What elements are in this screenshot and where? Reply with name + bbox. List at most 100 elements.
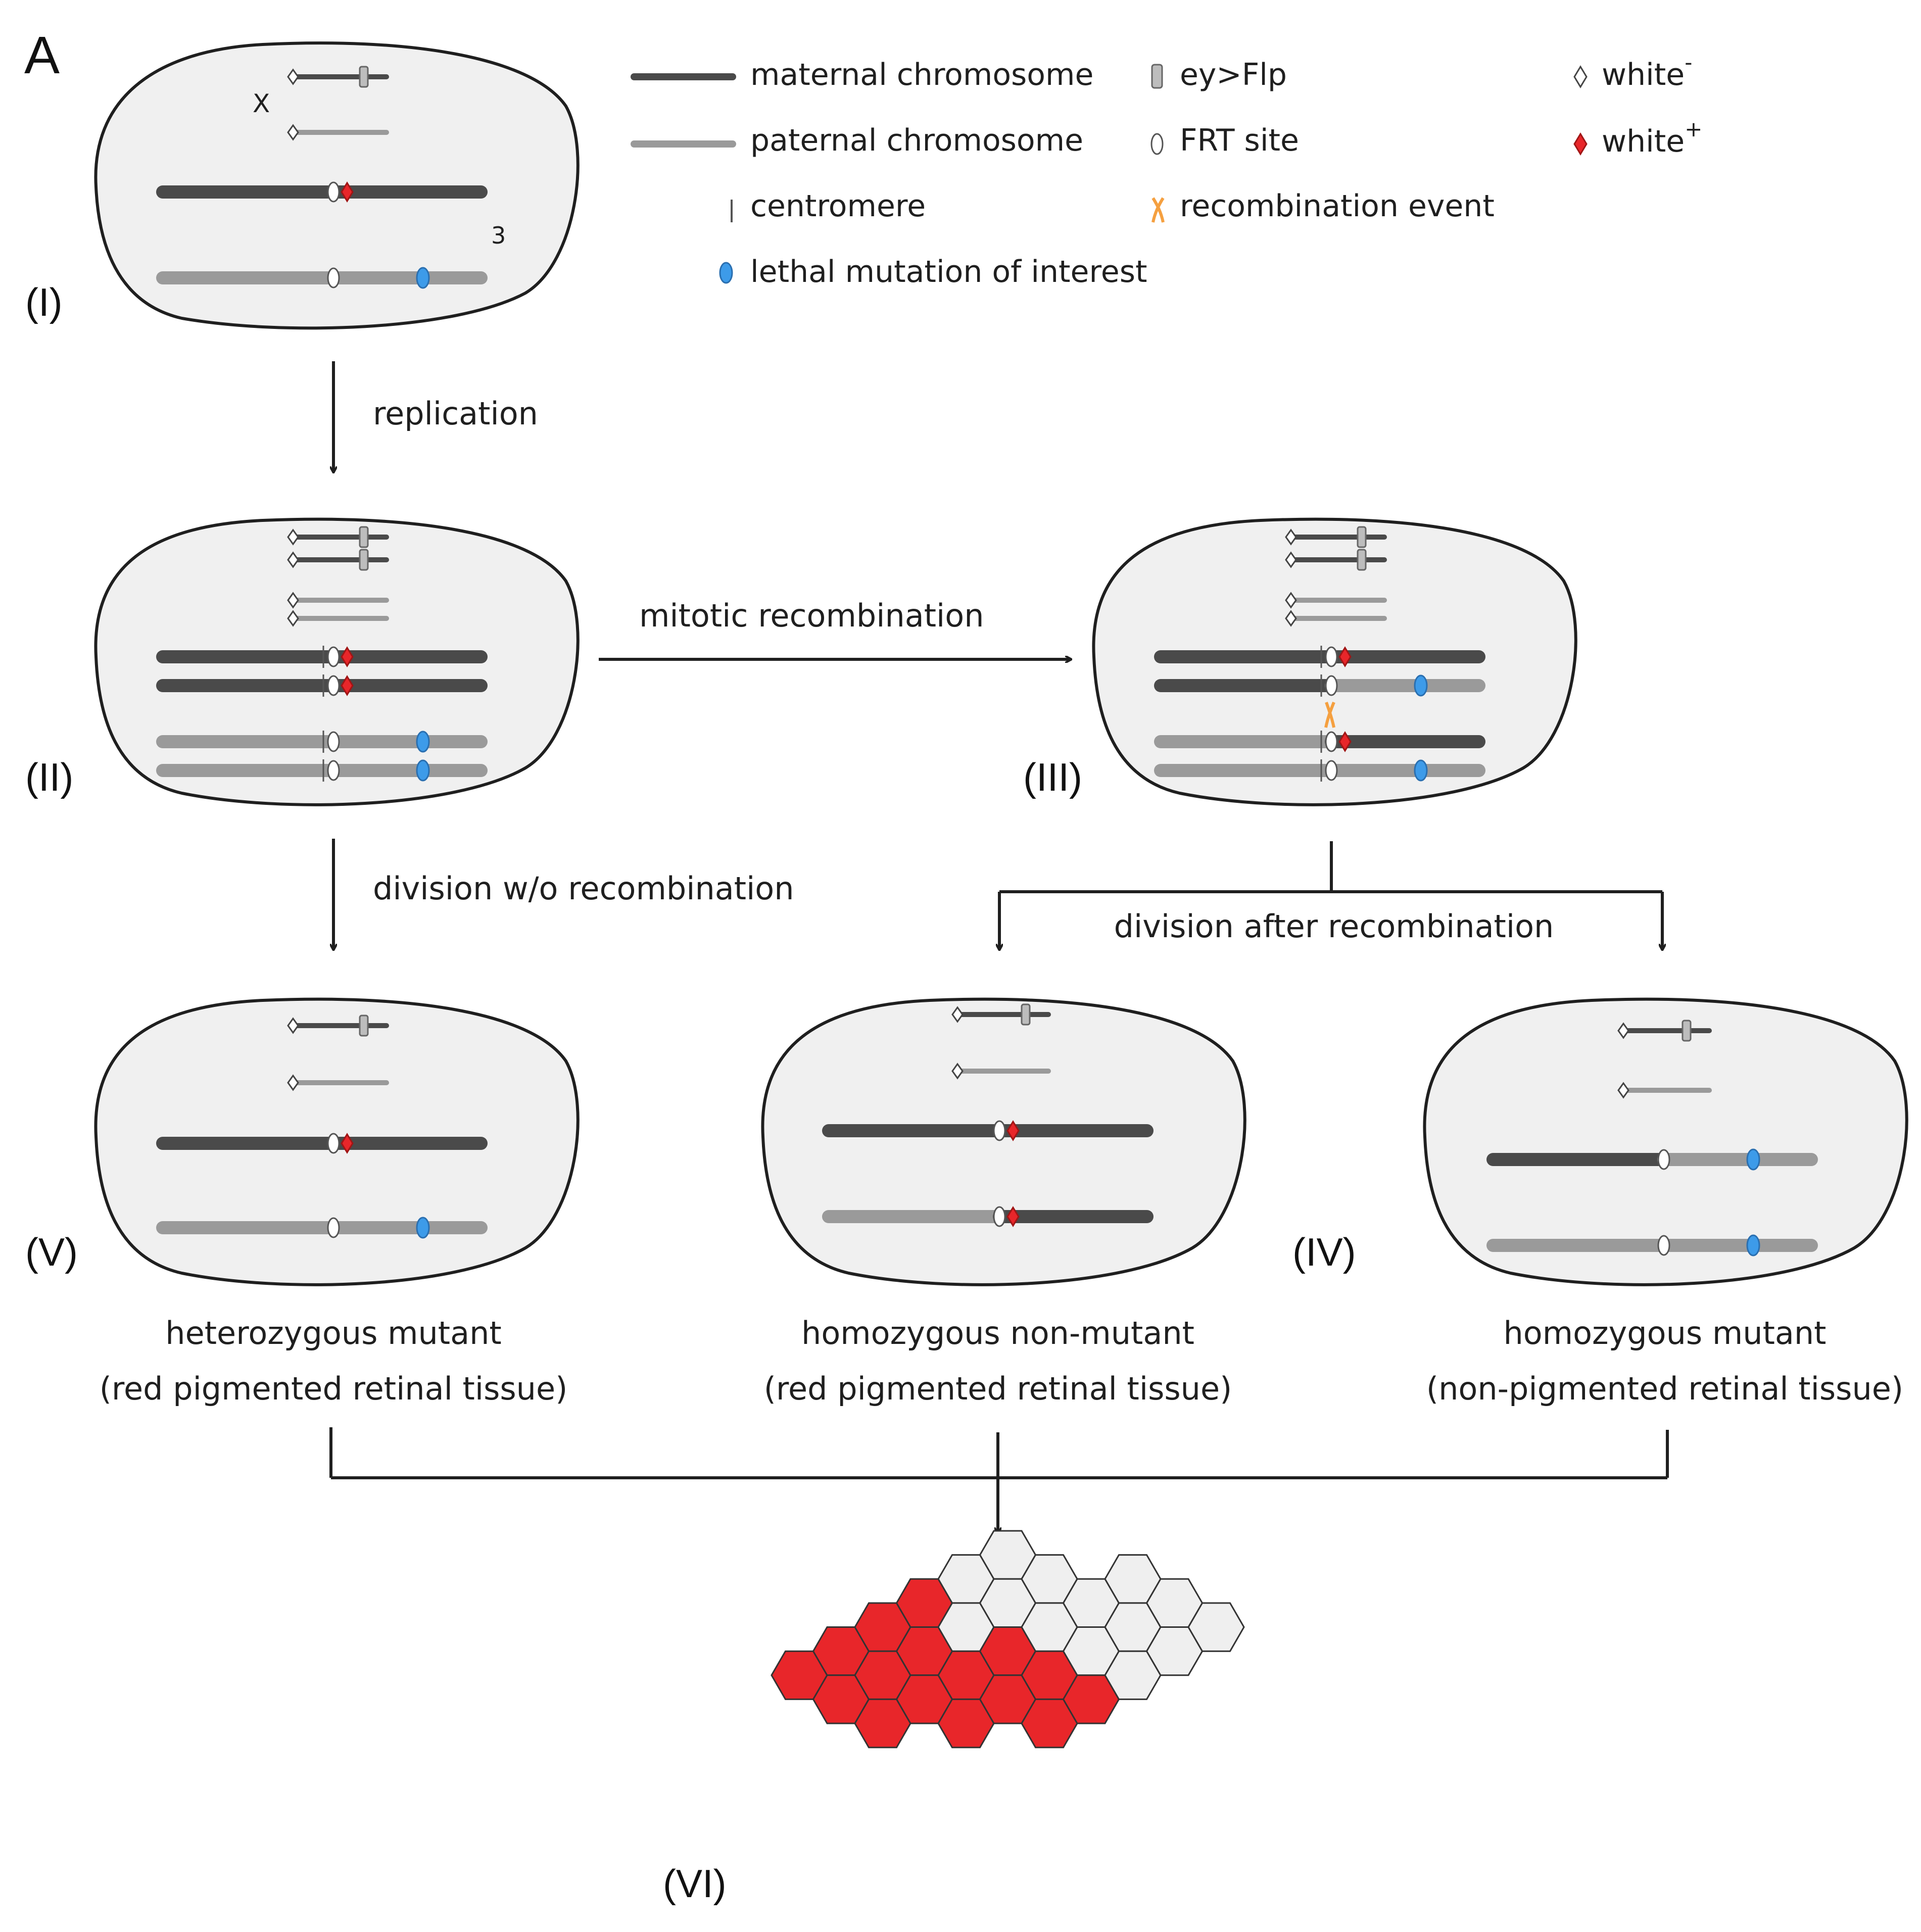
stage-label-5: (V) bbox=[25, 1230, 78, 1274]
eyflp-marker bbox=[359, 526, 369, 548]
ommatidium-non-pigmented bbox=[1187, 1602, 1245, 1652]
legend-eyflp-label: ey>Flp bbox=[1180, 57, 1287, 92]
white-plus-marker bbox=[341, 646, 354, 667]
eyflp-marker bbox=[359, 1015, 369, 1037]
lethal-mutation-marker bbox=[416, 267, 430, 289]
frt-site-marker bbox=[327, 760, 340, 781]
lethal-mutation-marker bbox=[416, 731, 430, 753]
chromosome-set-stage-2 bbox=[156, 526, 488, 782]
lethal-mutation-marker bbox=[416, 759, 430, 782]
frt-site-marker bbox=[327, 267, 340, 288]
frt-site-marker bbox=[1325, 646, 1338, 667]
legend-lethal-label: lethal mutation of interest bbox=[750, 254, 1147, 289]
frt-site-marker bbox=[327, 181, 340, 203]
frt-site-marker bbox=[1325, 760, 1338, 781]
lethal-mutation-marker bbox=[416, 1217, 430, 1239]
white-minus-marker bbox=[287, 1017, 299, 1034]
white-minus-marker bbox=[1285, 528, 1297, 546]
chromosome-set-stage-4-nonmutant bbox=[822, 1003, 1154, 1227]
frt-site-marker bbox=[327, 1133, 340, 1154]
caption-hommut-line1: homozygous mutant bbox=[1504, 1315, 1827, 1351]
legend-white-minus-label: white- bbox=[1602, 50, 1692, 92]
cell-stage-4-mutant bbox=[1423, 997, 1908, 1286]
white-plus-marker bbox=[341, 181, 354, 203]
chromosome-set-stage-3 bbox=[1154, 526, 1485, 782]
frt-site-marker bbox=[1325, 731, 1338, 752]
white-minus-marker bbox=[1617, 1082, 1629, 1099]
white-minus-marker bbox=[1285, 551, 1297, 568]
lethal-mutation-marker bbox=[1746, 1234, 1760, 1257]
frt-site-marker bbox=[1657, 1235, 1670, 1256]
arrow-label-division-without: division w/o recombination bbox=[373, 870, 794, 907]
white-minus-marker bbox=[1285, 610, 1297, 627]
white-minus-marker bbox=[287, 124, 299, 141]
stage-label-1: (I) bbox=[25, 280, 63, 324]
legend-white-plus-icon bbox=[1573, 132, 1588, 156]
white-minus-marker bbox=[287, 68, 299, 85]
recombination-event-marker bbox=[1324, 701, 1335, 728]
cell-membrane bbox=[1423, 997, 1908, 1286]
legend: maternal chromosome paternal chromosome … bbox=[631, 50, 1702, 289]
arrows bbox=[329, 361, 1669, 1533]
legend-white-minus-icon bbox=[1573, 65, 1588, 88]
chromosome-3-label: 3 bbox=[491, 222, 506, 249]
stage-label-6: (VI) bbox=[663, 1861, 727, 1906]
lethal-mutation-marker bbox=[1746, 1148, 1760, 1171]
white-minus-marker bbox=[287, 610, 299, 627]
frt-site-marker bbox=[327, 731, 340, 752]
lethal-mutation-marker bbox=[1414, 674, 1428, 697]
recombination-stroke bbox=[1324, 701, 1335, 728]
legend-white-plus-label: white+ bbox=[1602, 117, 1702, 159]
white-minus-marker bbox=[287, 551, 299, 568]
white-minus-marker bbox=[1285, 592, 1297, 609]
chromosome-set-stage-4-mutant bbox=[1486, 1020, 1818, 1257]
white-minus-marker bbox=[287, 592, 299, 609]
white-plus-marker bbox=[341, 675, 354, 696]
chromosome-set-stage-5 bbox=[156, 1015, 488, 1239]
legend-paternal-label: paternal chromosome bbox=[750, 123, 1083, 158]
legend-frt-label: FRT site bbox=[1180, 123, 1299, 158]
white-minus-marker bbox=[951, 1062, 964, 1080]
frt-site-marker bbox=[1325, 675, 1338, 696]
white-plus-marker bbox=[1006, 1120, 1020, 1141]
caption-het-line1: heterozygous mutant bbox=[165, 1315, 501, 1351]
eyflp-marker bbox=[359, 549, 369, 571]
lethal-mutation-marker bbox=[1414, 759, 1428, 782]
legend-recombination-icon bbox=[1151, 197, 1165, 223]
white-plus-marker bbox=[341, 1133, 354, 1154]
legend-centromere-label: centromere bbox=[750, 188, 926, 224]
legend-lethal-icon bbox=[719, 262, 733, 284]
cell-stage-4-nonmutant bbox=[761, 997, 1246, 1286]
arrow-label-division-after: division after recombination bbox=[1114, 908, 1554, 945]
frt-site-marker bbox=[327, 646, 340, 667]
legend-recombination-label: recombination event bbox=[1180, 188, 1495, 224]
eye-tissue-mosaic bbox=[771, 1530, 1245, 1749]
eyflp-marker bbox=[359, 66, 369, 88]
arrow-label-replication: replication bbox=[373, 395, 538, 432]
eyflp-marker bbox=[1357, 526, 1367, 548]
white-minus-marker bbox=[287, 1074, 299, 1091]
caption-hommut-line2: (non-pigmented retinal tissue) bbox=[1426, 1370, 1903, 1407]
white-minus-marker bbox=[287, 528, 299, 546]
white-plus-marker bbox=[1338, 646, 1352, 667]
white-minus-marker bbox=[1617, 1022, 1629, 1039]
legend-eyflp-icon bbox=[1151, 64, 1163, 89]
frt-site-marker bbox=[1657, 1149, 1670, 1170]
chromosomes-layer bbox=[156, 66, 1818, 1257]
stage-label-3: (III) bbox=[1023, 755, 1082, 799]
cell-membrane bbox=[761, 997, 1246, 1286]
stage-label-4: (IV) bbox=[1292, 1230, 1356, 1274]
panel-letter: A bbox=[24, 26, 60, 85]
chromosome-set-stage-1 bbox=[156, 66, 488, 289]
legend-frt-icon bbox=[1150, 133, 1164, 155]
frt-site-marker bbox=[993, 1120, 1006, 1141]
eyflp-marker bbox=[1021, 1003, 1031, 1026]
caption-homnon-line2: (red pigmented retinal tissue) bbox=[764, 1370, 1232, 1407]
legend-maternal-label: maternal chromosome bbox=[750, 57, 1093, 92]
frt-site-marker bbox=[327, 675, 340, 696]
chromosome-x-label: X bbox=[253, 89, 270, 118]
white-plus-marker bbox=[1006, 1206, 1020, 1227]
white-minus-marker bbox=[951, 1006, 964, 1023]
eyflp-marker bbox=[1357, 549, 1367, 571]
